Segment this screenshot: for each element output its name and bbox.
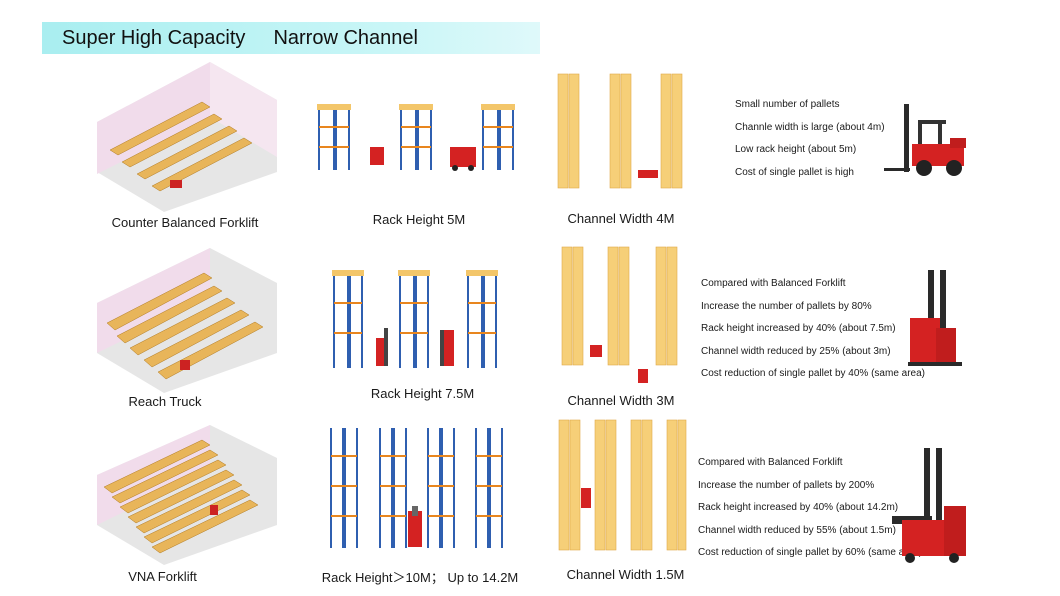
note-line: Increase the number of pallets by 200% [698, 479, 875, 491]
rack-elevation-icon [330, 428, 503, 548]
channel-diagram-row2 [560, 245, 685, 385]
notes-row1: Small number of pallets Channle width is… [735, 94, 885, 184]
warehouse-illustration-row2 [92, 248, 282, 393]
rack-diagram-row1 [315, 102, 525, 174]
channel-top-view-icon [561, 246, 678, 383]
forklift-icon [908, 270, 962, 366]
note-line: Rack height increased by 40% (about 14.2… [698, 502, 899, 513]
forklift-label-row1: Counter Balanced Forklift [111, 215, 259, 230]
title-banner: Super High Capacity Narrow Channel [42, 22, 540, 54]
note-line: Cost reduction of single pallet by 60% (… [698, 547, 923, 558]
channel-top-view-icon [558, 419, 687, 551]
forklift-label-row3: VNA Forklift [128, 569, 197, 584]
rack-elevation-icon [317, 104, 515, 171]
note-line: Compared with Balanced Forklift [698, 457, 843, 468]
note-line: Compared with Balanced Forklift [701, 278, 846, 289]
note-line: Rack height increased by 40% (about 7.5m… [701, 323, 896, 334]
note-line: Cost reduction of single pallet by 40% (… [701, 368, 926, 379]
counterbalance-forklift-image [882, 102, 970, 178]
warehouse-icon [97, 248, 277, 393]
vna-forklift-image [890, 446, 970, 564]
warehouse-icon [97, 62, 277, 212]
note-line: Channel width reduced by 55% (about 1.5m… [698, 524, 896, 536]
note-line: Channel width reduced by 25% (about 3m) [701, 345, 891, 357]
warehouse-icon [97, 425, 277, 565]
note-line: Small number of pallets [735, 99, 840, 110]
reach-truck-image [906, 268, 964, 370]
channel-label-row2: Channel Width 3M [567, 393, 675, 408]
forklift-icon [884, 104, 966, 176]
notes-row3: Compared with Balanced Forklift Increase… [698, 452, 922, 565]
forklift-label-row2: Reach Truck [128, 394, 202, 409]
channel-label-row1: Channel Width 4M [567, 211, 675, 226]
title-left: Super High Capacity [62, 26, 246, 49]
rack-diagram-row3 [328, 426, 508, 550]
warehouse-illustration-row3 [92, 425, 282, 565]
note-line: Low rack height (about 5m) [735, 144, 857, 155]
note-line: Channle width is large (about 4m) [735, 121, 885, 133]
rack-elevation-icon [332, 270, 498, 368]
rack-label-row1: Rack Height 5M [372, 212, 466, 227]
channel-diagram-row3 [557, 418, 687, 553]
title-right: Narrow Channel [273, 26, 418, 49]
warehouse-illustration-row1 [92, 62, 282, 212]
rack-label-row2: Rack Height 7.5M [370, 386, 475, 401]
note-line: Cost of single pallet is high [735, 166, 854, 178]
notes-row2: Compared with Balanced Forklift Increase… [701, 273, 925, 386]
channel-diagram-row1 [556, 72, 686, 190]
rack-diagram-row2 [330, 268, 502, 370]
channel-top-view-icon [557, 73, 683, 189]
channel-label-row3: Channel Width 1.5M [566, 567, 685, 582]
forklift-icon [892, 448, 966, 563]
rack-label-row3: Rack Height＞10M； Up to 14.2M [321, 570, 519, 585]
note-line: Increase the number of pallets by 80% [701, 300, 872, 312]
